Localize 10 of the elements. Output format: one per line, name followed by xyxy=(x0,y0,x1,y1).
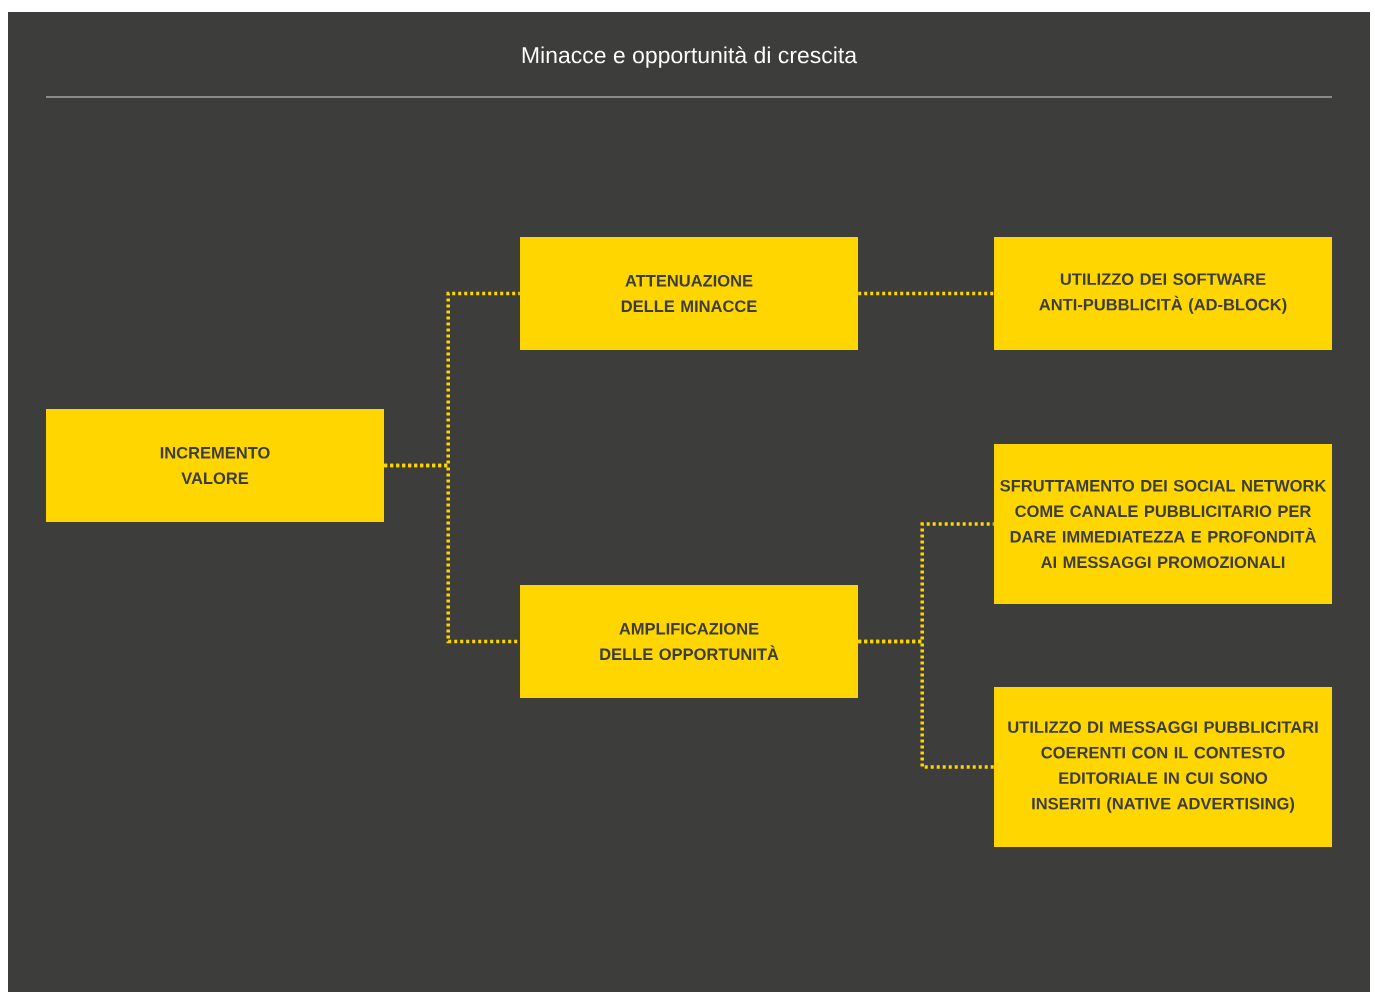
process-box: UTILIZZO DI MESSAGGI PUBBLICITARI COERENTI CON IL CONTESTO EDITORIALE IN CUI SONO INSERITI (NATIVE ADVERTISING) xyxy=(994,687,1332,847)
process-box: UTILIZZO DEI SOFTWARE ANTI-PUBBLICITÀ (AD-BLOCK) xyxy=(994,237,1332,350)
title: Minacce e opportunità di crescita xyxy=(522,46,858,68)
process-box: SFRUTTAMENTO DEI SOCIAL NETWORK COME CANALE PUBBLICITARIO PER DARE IMMEDIATEZZA E PROFONDITÀ AI MESSAGGI PROMOZIONALI xyxy=(994,444,1332,604)
connector-line xyxy=(858,291,994,296)
connector-line xyxy=(384,463,520,644)
process-box: AMPLIFICAZIONE DELLE OPPORTUNITÀ xyxy=(520,585,858,698)
connector-line xyxy=(858,639,994,769)
process-box: ATTENUAZIONE DELLE MINACCE xyxy=(520,237,858,350)
process-box: INCREMENTO VALORE xyxy=(46,409,384,522)
